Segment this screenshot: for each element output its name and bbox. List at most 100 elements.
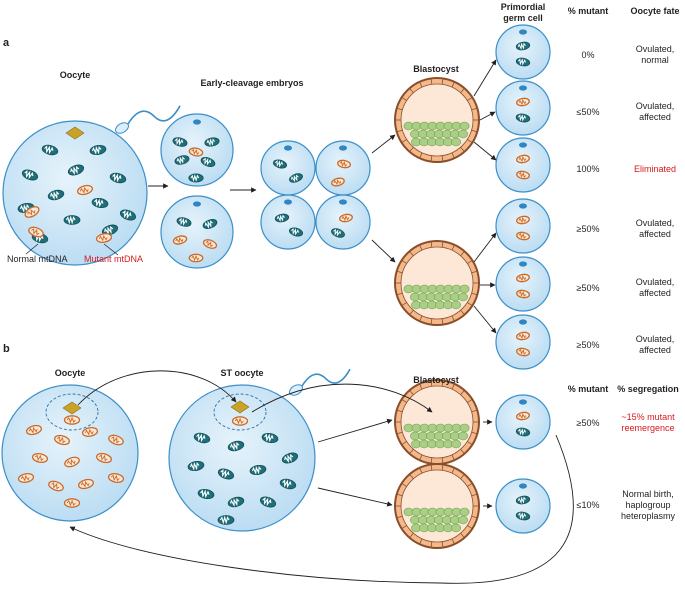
normal-mtdna-icon bbox=[274, 213, 290, 223]
oocyte-cell-a bbox=[2, 120, 148, 266]
mutant-mtdna-icon bbox=[63, 415, 81, 425]
pgc-cell-5 bbox=[495, 256, 551, 312]
normal-mtdna-icon bbox=[109, 172, 127, 184]
normal-mtdna-icon bbox=[217, 468, 235, 480]
arrow-blasto-pgc1 bbox=[473, 59, 497, 97]
oocyte-label-a: Oocyte bbox=[59, 70, 91, 80]
row2-fate-line2: affected bbox=[639, 112, 671, 122]
row1-fate-line2: normal bbox=[641, 55, 669, 65]
mutant-mtdna-icon bbox=[31, 453, 49, 463]
row1-mutant: 0% bbox=[581, 50, 595, 60]
mutant-mtdna-icon bbox=[516, 154, 530, 164]
nucleus-dot-icon bbox=[519, 261, 527, 267]
fate-header: Oocyte fate bbox=[630, 6, 680, 16]
normal-mtdna-icon bbox=[47, 189, 65, 201]
arrows-layer bbox=[25, 59, 574, 584]
nucleus-dot-icon bbox=[519, 85, 527, 91]
normal-mtdna-icon bbox=[200, 157, 216, 167]
arrow-mutant-carryover bbox=[251, 383, 433, 413]
mutant-mtdna-label: Mutant mtDNA bbox=[84, 254, 144, 264]
mutant-mtdna-icon bbox=[17, 473, 35, 483]
nucleus-dot-icon bbox=[193, 201, 201, 207]
st-oocyte-label: ST oocyte bbox=[220, 368, 264, 378]
row1-fate-line1: Ovulated, bbox=[635, 44, 675, 54]
pgc-b-2 bbox=[495, 478, 551, 534]
mutant-mtdna-icon bbox=[516, 347, 530, 357]
mutant-header-a: % mutant bbox=[567, 6, 609, 16]
row3-fate-line1: Eliminated bbox=[633, 164, 677, 174]
mutant-mtdna-icon bbox=[172, 235, 188, 245]
normal-mtdna-icon bbox=[187, 460, 205, 472]
st-spindle-region-outline bbox=[213, 393, 267, 431]
mutant-mtdna-icon bbox=[48, 480, 64, 492]
b-row2-seg-line1: Normal birth, bbox=[622, 489, 674, 499]
nucleus-dot-icon bbox=[519, 319, 527, 325]
row6-fate-line1: Ovulated, bbox=[635, 334, 675, 344]
spindle-nucleus-icon bbox=[230, 400, 250, 414]
mutant-mtdna-icon bbox=[331, 177, 345, 187]
oocyte-label-b: Oocyte bbox=[54, 368, 86, 378]
row5-mutant: ≥50% bbox=[576, 283, 600, 293]
nucleus-dot-icon bbox=[519, 142, 527, 148]
normal-mtdna-icon bbox=[101, 224, 119, 236]
arrow-blasto-pgc3 bbox=[473, 141, 497, 161]
nucleus-dot-icon bbox=[519, 399, 527, 405]
b-row2-mutant: ≤10% bbox=[576, 500, 600, 510]
mutant-mtdna-icon bbox=[516, 97, 530, 107]
arrow-blasto-pgc4 bbox=[473, 232, 497, 263]
normal-mtdna-icon bbox=[188, 173, 204, 183]
pgc-cell-1 bbox=[495, 24, 551, 80]
row5-fate-line1: Ovulated, bbox=[635, 277, 675, 287]
panel-a-letter: a bbox=[3, 37, 10, 49]
blastocyst-b-bottom bbox=[394, 463, 480, 549]
arrow-return-to-oocyte bbox=[69, 434, 574, 584]
arrow-to-top-blastocyst bbox=[371, 134, 396, 154]
two-cell-bottom bbox=[160, 195, 234, 269]
mutant-mtdna-icon bbox=[78, 478, 94, 490]
mutant-mtdna-icon bbox=[54, 434, 70, 446]
mutant-mtdna-icon bbox=[81, 427, 99, 437]
b-row1-seg-line2: reemergence bbox=[621, 423, 675, 433]
mutant-mtdna-icon bbox=[516, 289, 530, 299]
pgc-cell-6 bbox=[495, 314, 551, 370]
mutant-header-b: % mutant bbox=[567, 384, 609, 394]
nucleus-dot-icon bbox=[284, 145, 292, 151]
arrow-blasto-pgc2 bbox=[479, 111, 496, 121]
normal-mtdna-icon bbox=[89, 144, 107, 156]
normal-mtdna-icon bbox=[259, 496, 277, 508]
mutant-mtdna-icon bbox=[516, 273, 530, 283]
normal-mtdna-icon bbox=[289, 173, 303, 183]
normal-mtdna-icon bbox=[91, 197, 109, 209]
normal-mtdna-icon bbox=[202, 219, 218, 229]
mutant-mtdna-icon bbox=[24, 206, 40, 218]
mutant-mtdna-icon bbox=[28, 226, 44, 238]
mutant-mtdna-icon bbox=[26, 424, 42, 436]
normal-mtdna-pointer bbox=[25, 243, 39, 255]
spindle-nucleus-icon bbox=[65, 126, 85, 140]
spindle-nucleus-icon bbox=[62, 401, 82, 415]
pgc-header-line2: germ cell bbox=[503, 13, 543, 23]
mutant-mtdna-icon bbox=[77, 184, 93, 196]
nucleus-dot-icon bbox=[519, 29, 527, 35]
normal-mtdna-icon bbox=[331, 228, 345, 238]
mutant-mtdna-pointer bbox=[103, 243, 119, 256]
normal-mtdna-icon bbox=[281, 452, 299, 464]
normal-mtdna-icon bbox=[515, 511, 531, 521]
pgc-cell-3 bbox=[495, 137, 551, 193]
row2-mutant: ≤50% bbox=[576, 107, 600, 117]
b-row2-seg-line3: heteroplasmy bbox=[620, 511, 676, 521]
nucleus-dot-icon bbox=[284, 199, 292, 205]
normal-mtdna-icon bbox=[197, 488, 215, 500]
normal-mtdna-icon bbox=[515, 427, 531, 437]
arrow-blasto-pgc6 bbox=[473, 305, 497, 334]
normal-mtdna-icon bbox=[176, 217, 192, 227]
pgc-cell-2 bbox=[495, 80, 551, 136]
mutant-mtdna-icon bbox=[337, 159, 351, 169]
mutant-mtdna-icon bbox=[64, 456, 80, 468]
normal-mtdna-icon bbox=[515, 495, 531, 505]
normal-mtdna-icon bbox=[193, 432, 211, 444]
normal-mtdna-icon bbox=[261, 432, 279, 444]
arrow-st-to-blasto-top bbox=[317, 418, 393, 443]
mutant-mtdna-icon bbox=[63, 498, 81, 508]
normal-mtdna-icon bbox=[515, 41, 531, 51]
